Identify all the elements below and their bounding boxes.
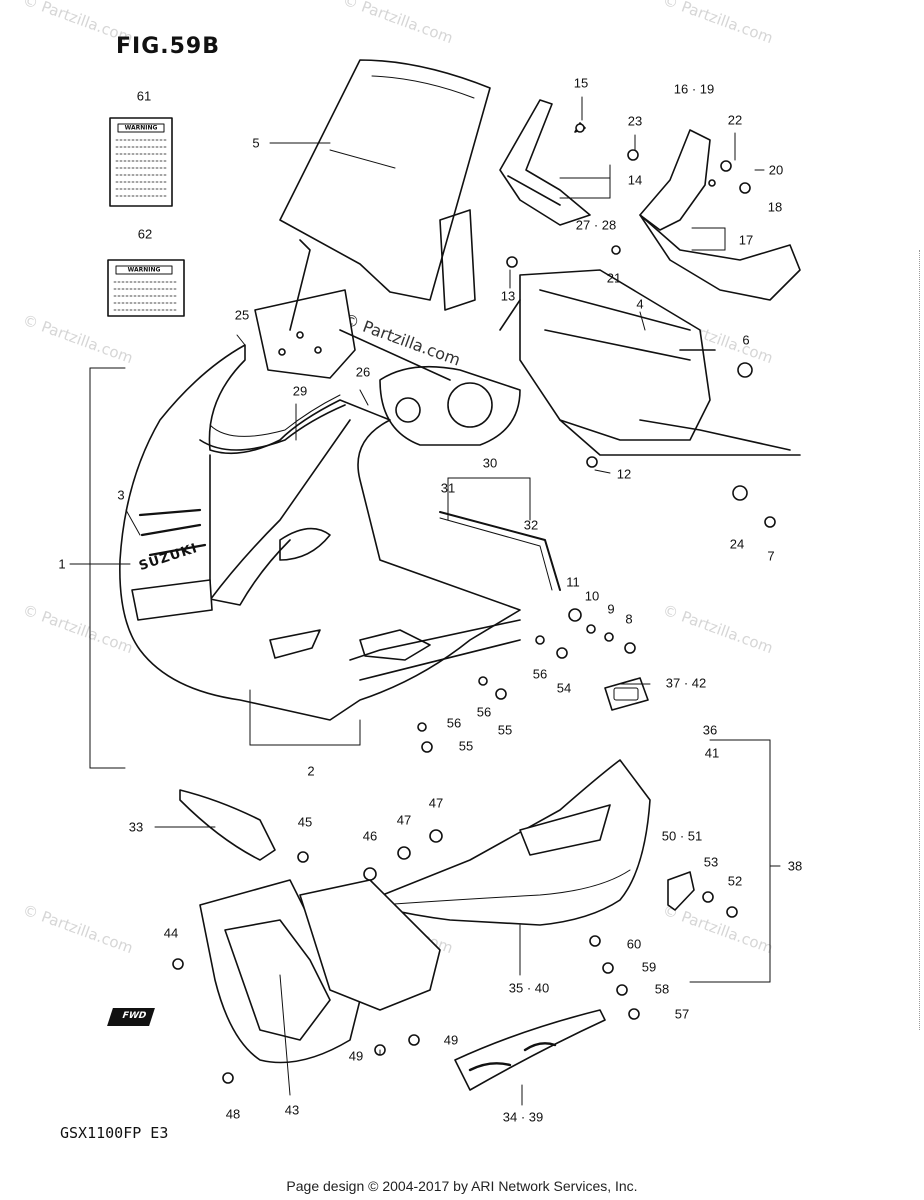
model-code: GSX1100FP E3 — [60, 1124, 169, 1142]
callout-4: 4 — [636, 296, 644, 312]
callout-26: 26 — [355, 364, 371, 380]
callout-55-low: 55 — [458, 738, 474, 754]
leader-lines — [69, 96, 781, 1106]
windscreen-part-5 — [279, 59, 491, 301]
callout-13: 13 — [500, 288, 516, 304]
callout-1: 1 — [58, 556, 66, 572]
callout-15: 15 — [573, 75, 589, 91]
callout-44: 44 — [163, 925, 179, 941]
callout-24: 24 — [729, 536, 745, 552]
callout-58: 58 — [654, 981, 670, 997]
callout-10: 10 — [584, 588, 600, 604]
callout-36: 36 — [702, 722, 718, 738]
callout-34-39: 34 · 39 — [502, 1109, 544, 1125]
page-edge-dots — [916, 250, 920, 1030]
callout-14: 14 — [627, 172, 643, 188]
warning-label-62 — [107, 259, 185, 317]
warning-label-61-text: WARNING — [124, 124, 158, 132]
callout-23: 23 — [627, 113, 643, 129]
callout-46: 46 — [362, 828, 378, 844]
lower-cowl-part-35-40 — [369, 759, 651, 926]
callout-47-left: 47 — [396, 812, 412, 828]
callout-30: 30 — [482, 455, 498, 471]
callout-43: 43 — [284, 1102, 300, 1118]
callout-9: 9 — [607, 601, 615, 617]
callout-16-19: 16 · 19 — [673, 81, 715, 97]
callout-48: 48 — [225, 1106, 241, 1122]
callout-55-mid: 55 — [497, 722, 513, 738]
fwd-arrow-label: FWD — [120, 1011, 148, 1021]
clip-part-37-42 — [604, 677, 649, 711]
callout-53: 53 — [703, 854, 719, 870]
callout-62: 62 — [137, 226, 153, 242]
callout-22: 22 — [727, 112, 743, 128]
callout-11: 11 — [566, 574, 580, 590]
callout-17: 17 — [738, 232, 754, 248]
callout-12: 12 — [616, 466, 632, 482]
callout-54: 54 — [556, 680, 572, 696]
callout-3: 3 — [117, 487, 125, 503]
cowling-frame-part-4 — [499, 269, 801, 456]
callout-41: 41 — [704, 745, 720, 761]
warning-label-61 — [109, 117, 173, 207]
callout-21: 21 — [606, 270, 622, 286]
katana-emblem-part-34-39 — [454, 1009, 606, 1091]
callout-45: 45 — [297, 814, 313, 830]
callout-32: 32 — [523, 517, 539, 533]
callout-61: 61 — [136, 88, 152, 104]
callout-8: 8 — [625, 611, 633, 627]
bracket-part-50-51 — [667, 871, 695, 911]
callout-18: 18 — [767, 199, 783, 215]
trim-part-32 — [439, 511, 561, 591]
callout-29: 29 — [292, 383, 308, 399]
warning-label-62-text: WARNING — [127, 266, 161, 274]
inner-bracket — [254, 209, 476, 379]
fwd-arrow: FWD — [107, 1008, 155, 1026]
callout-60: 60 — [626, 936, 642, 952]
under-cowl-part-43 — [199, 879, 441, 1064]
callout-56-mid: 56 — [476, 704, 492, 720]
callout-6: 6 — [742, 332, 750, 348]
callout-49-left: 49 — [348, 1048, 364, 1064]
fasteners — [172, 122, 776, 1084]
callout-33: 33 — [128, 819, 144, 835]
callout-2: 2 — [307, 763, 315, 779]
figure-title: FIG.59B — [116, 34, 221, 59]
callout-59: 59 — [641, 959, 657, 975]
inner-panel-part-2 — [349, 619, 521, 681]
bracket-part-14 — [499, 99, 591, 226]
callout-25: 25 — [234, 307, 250, 323]
callout-37-42: 37 · 42 — [665, 675, 707, 691]
callout-49-right: 49 — [443, 1032, 459, 1048]
headlight-assembly — [339, 329, 521, 446]
callout-52: 52 — [727, 873, 743, 889]
panel-part-33 — [179, 789, 276, 861]
callout-47-right: 47 — [428, 795, 444, 811]
callout-50-51: 50 · 51 — [661, 828, 703, 844]
callout-5: 5 — [252, 135, 260, 151]
callout-35-40: 35 · 40 — [508, 980, 550, 996]
callout-57: 57 — [674, 1006, 690, 1022]
callout-7: 7 — [767, 548, 775, 564]
upper-cowl-part-1 — [119, 344, 521, 721]
page-footer: Page design © 2004-2017 by ARI Network S… — [286, 1178, 638, 1194]
callout-31: 31 — [440, 480, 456, 496]
callout-56-top: 56 — [532, 666, 548, 682]
callout-56-low: 56 — [446, 715, 462, 731]
bracket-part-16-19 — [639, 129, 801, 301]
callout-20: 20 — [768, 162, 784, 178]
callout-38: 38 — [787, 858, 803, 874]
callout-27-28: 27 · 28 — [575, 217, 617, 233]
